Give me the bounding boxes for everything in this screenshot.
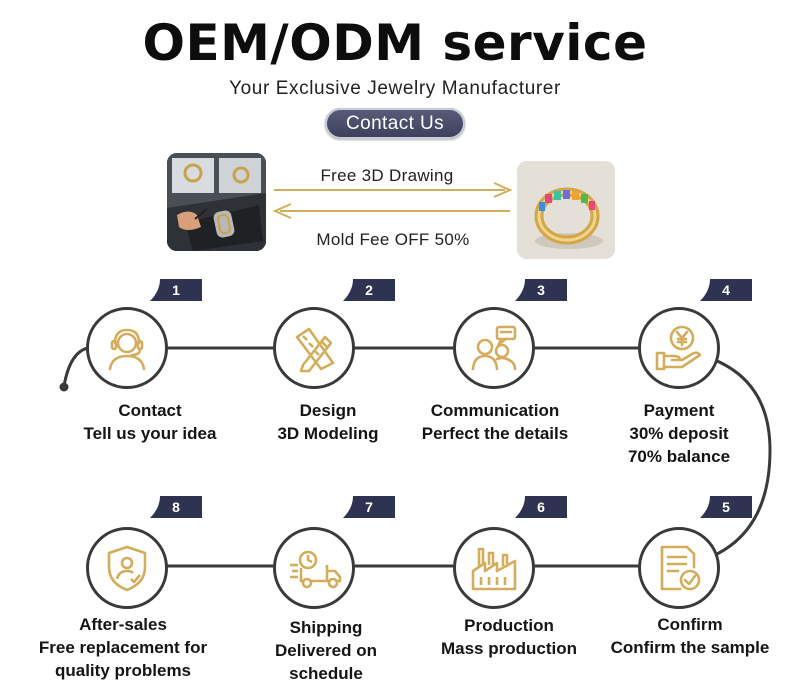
step-badge-8: 8 <box>150 496 202 518</box>
hand-coin-icon <box>655 325 702 371</box>
step-badge-5: 5 <box>700 496 752 518</box>
mold-fee-label: Mold Fee OFF 50% <box>316 230 470 249</box>
step-circle-design <box>273 307 355 389</box>
delivery-truck-icon <box>290 550 342 589</box>
step-badge-3: 3 <box>515 279 567 301</box>
page-title: OEM/ODM service <box>142 14 648 72</box>
step-badge-4: 4 <box>700 279 752 301</box>
step-badge-7: 7 <box>343 496 395 518</box>
designer-at-tablet-photo <box>167 153 266 251</box>
process-line <box>62 346 772 568</box>
step-circle-production <box>453 527 535 609</box>
shield-user-icon <box>107 545 147 592</box>
free-3d-drawing-label: Free 3D Drawing <box>320 166 454 185</box>
forward-arrow <box>274 182 513 198</box>
pencil-ruler-icon <box>295 327 335 373</box>
step-badge-1: 1 <box>150 279 202 301</box>
headset-user-icon <box>108 328 146 371</box>
factory-icon <box>471 547 517 591</box>
contact-us-button[interactable]: Contact Us <box>325 108 465 139</box>
step-circle-contact <box>86 307 168 389</box>
chat-people-icon <box>471 325 517 371</box>
page-subtitle: Your Exclusive Jewelry Manufacturer <box>229 78 561 99</box>
gold-ring-photo <box>517 161 615 259</box>
step-badge-2: 2 <box>343 279 395 301</box>
process-start-dot <box>59 382 69 392</box>
backward-arrow <box>272 203 510 219</box>
step-circle-payment <box>638 307 720 389</box>
step-circle-after-sales <box>86 527 168 609</box>
step-circle-confirm <box>638 527 720 609</box>
document-check-icon <box>660 545 701 591</box>
step-circle-shipping <box>273 527 355 609</box>
step-circle-communication <box>453 307 535 389</box>
step-badge-6: 6 <box>515 496 567 518</box>
